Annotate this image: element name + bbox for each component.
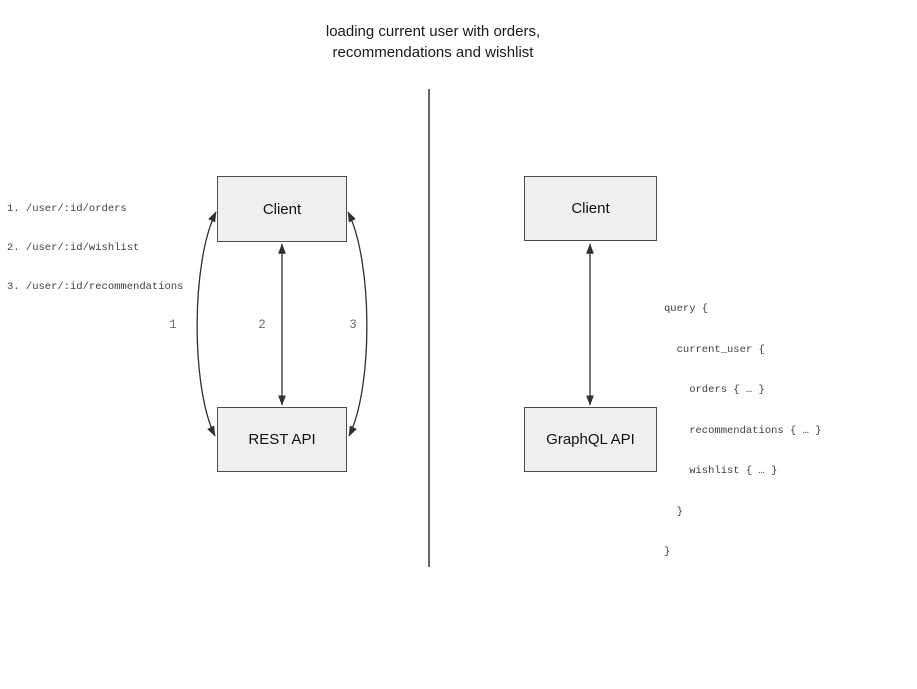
query-line: recommendations { … } [664, 424, 822, 437]
rest-api-label: REST API [248, 431, 316, 448]
rest-arrow-label-3: 3 [349, 318, 357, 332]
graphql-api-node: GraphQL API [524, 407, 657, 472]
query-line: current_user { [664, 343, 765, 356]
rest-endpoint-recommendations: 3. /user/:id/recommendations [7, 281, 184, 293]
graphql-api-label: GraphQL API [546, 431, 635, 448]
rest-endpoint-orders: 1. /user/:id/orders [7, 203, 127, 215]
diagram-title-line1: loading current user with orders, [325, 23, 541, 40]
query-line: } [664, 546, 671, 558]
query-line: orders { … } [664, 384, 765, 396]
query-line: } [664, 505, 683, 518]
query-line: wishlist { … } [664, 465, 778, 477]
rest-endpoint-list: 1. /user/:id/orders 2. /user/:id/wishlis… [7, 177, 183, 320]
rest-api-node: REST API [217, 407, 347, 472]
rest-endpoint-wishlist: 2. /user/:id/wishlist [7, 242, 140, 254]
diagram-title: loading current user with orders, recomm… [133, 21, 733, 63]
graphql-client-label: Client [571, 200, 610, 217]
query-line: query { [664, 303, 709, 315]
graphql-client-node: Client [524, 176, 657, 241]
diagram-title-line2: recommendations and wishlist [332, 44, 534, 61]
rest-client-label: Client [262, 200, 302, 218]
rest-client-node: Client [217, 176, 347, 242]
panel-divider [428, 89, 430, 567]
rest-arrow-label-2: 2 [258, 318, 266, 332]
graphql-query-snippet: query { current_user { orders { … } reco… [664, 276, 822, 587]
rest-arrow-label-1: 1 [169, 318, 177, 332]
rest-arrow-1-curve [196, 211, 217, 437]
